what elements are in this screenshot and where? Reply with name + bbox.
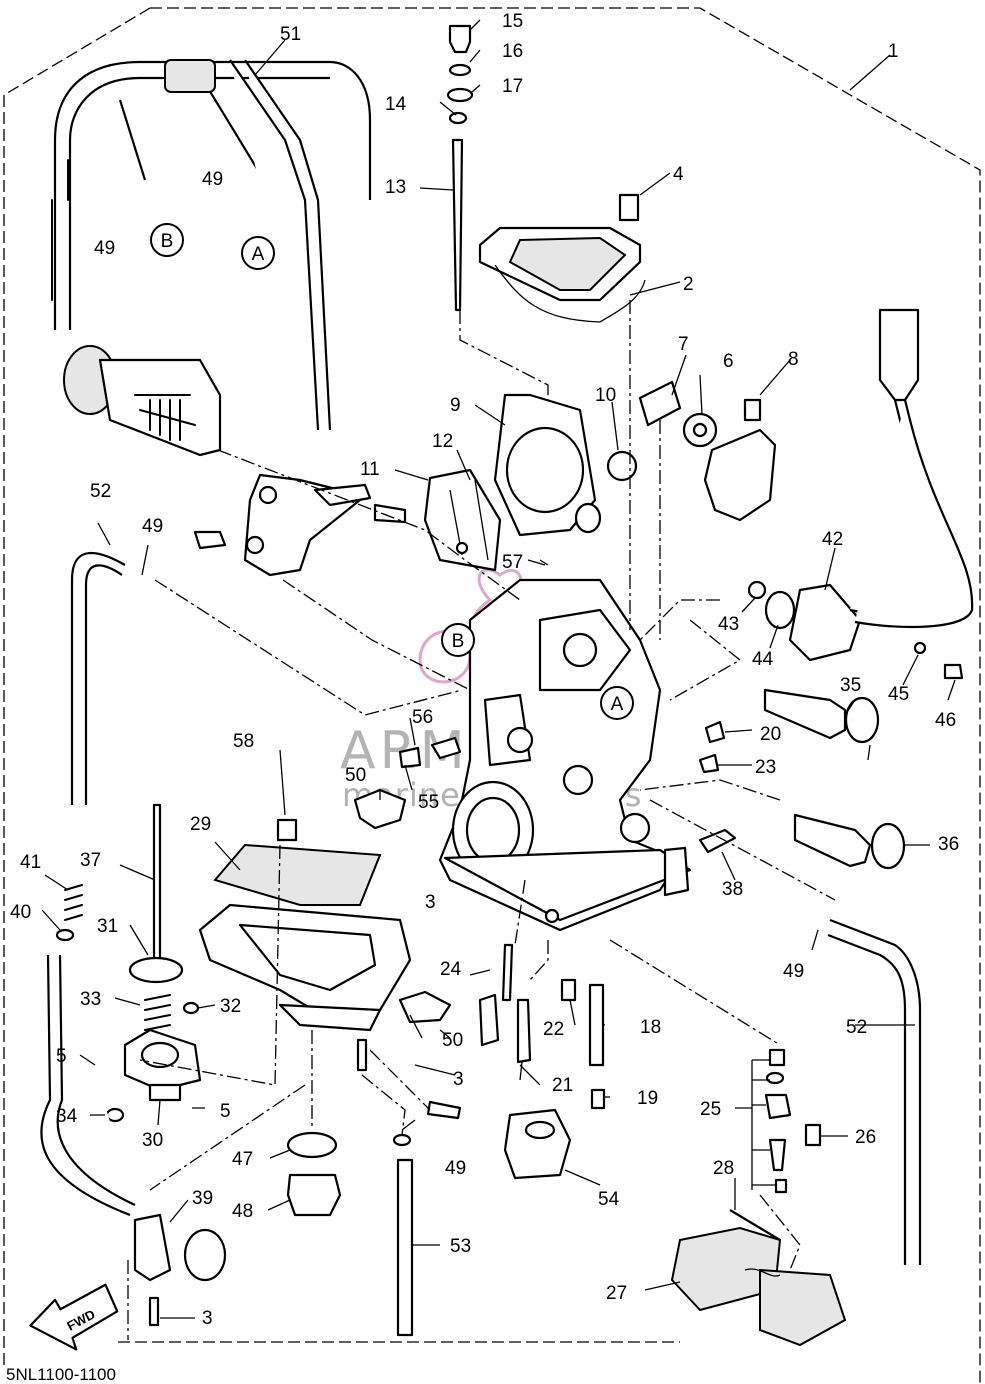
callout-25: 25 — [700, 1099, 721, 1120]
callout-47: 47 — [232, 1149, 253, 1170]
callout-27: 27 — [606, 1283, 627, 1304]
callout-53: 53 — [450, 1236, 471, 1257]
callout-34: 34 — [56, 1106, 78, 1127]
callout-43: 43 — [718, 614, 739, 635]
callout-11: 11 — [360, 459, 380, 480]
callout-56: 56 — [412, 707, 433, 728]
callout-29: 29 — [190, 814, 211, 835]
callout-42: 42 — [822, 529, 843, 550]
callout-37: 37 — [80, 850, 101, 871]
callout-38: 38 — [722, 879, 743, 900]
reference-mark-a-body: A — [611, 694, 624, 715]
callout-15: 15 — [502, 11, 523, 32]
float-parts — [55, 803, 202, 1123]
callout-49: 49 — [783, 961, 804, 982]
float-bowl-part — [198, 788, 452, 1072]
callout-6: 6 — [723, 351, 734, 372]
callout-3: 3 — [453, 1069, 464, 1090]
reference-mark-a: A — [252, 244, 265, 265]
adjust-screw-parts — [398, 688, 906, 870]
callout-50: 50 — [442, 1030, 463, 1051]
vent-hose-assembly — [51, 59, 372, 431]
washer-parts — [638, 380, 777, 522]
callout-17: 17 — [502, 76, 523, 97]
callout-12: 12 — [432, 431, 453, 452]
pump-parts — [670, 1048, 847, 1347]
callout-30: 30 — [142, 1130, 163, 1151]
callout-21: 21 — [552, 1075, 573, 1096]
fwd-arrow: FWD — [29, 1283, 119, 1351]
callout-labels: 1 2 3 3 3 4 5 5 6 7 8 9 10 11 12 13 14 1… — [10, 11, 959, 1329]
callout-3: 3 — [425, 892, 436, 913]
jet-needle-stack — [446, 24, 474, 312]
callout-35: 35 — [840, 675, 861, 696]
callout-31: 31 — [97, 916, 118, 937]
callout-26: 26 — [855, 1127, 876, 1148]
reference-mark-b: B — [161, 231, 174, 252]
callout-8: 8 — [788, 349, 799, 370]
callout-28: 28 — [713, 1158, 734, 1179]
callout-46: 46 — [935, 710, 956, 731]
callout-52: 52 — [846, 1017, 867, 1038]
leader-lines — [41, 19, 956, 1319]
callout-24: 24 — [440, 959, 462, 980]
callout-20: 20 — [760, 724, 781, 745]
callout-52: 52 — [90, 481, 111, 502]
callout-14: 14 — [385, 94, 407, 115]
reference-mark-b-body: B — [452, 631, 465, 652]
callout-10: 10 — [595, 385, 616, 406]
assembly-boundary — [3, 7, 981, 1384]
throttle-shaft-part — [63, 345, 222, 457]
tps-sensor-part — [747, 308, 974, 680]
document-code: 5NL1100-1100 — [6, 1365, 116, 1384]
overflow-hose-parts — [70, 551, 922, 1265]
throttle-body-part — [423, 393, 638, 572]
callout-16: 16 — [502, 41, 523, 62]
callout-33: 33 — [80, 989, 101, 1010]
callout-45: 45 — [888, 684, 909, 705]
callout-5: 5 — [220, 1101, 231, 1122]
callout-40: 40 — [10, 902, 31, 923]
callout-57: 57 — [502, 552, 523, 573]
callout-19: 19 — [637, 1088, 658, 1109]
callout-41: 41 — [20, 852, 41, 873]
jet-parts — [478, 943, 606, 1180]
bracket-part — [193, 473, 407, 577]
callout-9: 9 — [450, 395, 461, 416]
carburetor-body — [438, 578, 692, 932]
callout-49: 49 — [142, 516, 163, 537]
top-cover-part — [478, 193, 646, 323]
callout-3: 3 — [202, 1308, 213, 1329]
callout-50: 50 — [345, 765, 366, 786]
callout-44: 44 — [752, 649, 774, 670]
callout-5: 5 — [56, 1046, 67, 1067]
alignment-lines — [127, 300, 836, 1340]
callout-36: 36 — [938, 834, 959, 855]
callout-7: 7 — [678, 334, 689, 355]
callout-22: 22 — [543, 1019, 564, 1040]
callout-1: 1 — [888, 41, 899, 62]
callout-18: 18 — [640, 1017, 661, 1038]
choke-cable-part — [40, 954, 227, 1327]
reference-marks: B A B A — [150, 223, 634, 720]
callout-39: 39 — [192, 1188, 213, 1209]
callout-49: 49 — [94, 238, 115, 259]
callout-13: 13 — [385, 177, 406, 198]
callout-51: 51 — [280, 24, 301, 45]
callout-54: 54 — [598, 1189, 620, 1210]
callout-32: 32 — [220, 996, 241, 1017]
callout-58: 58 — [233, 731, 254, 752]
callout-55: 55 — [418, 792, 439, 813]
callout-49: 49 — [202, 169, 223, 190]
callout-23: 23 — [755, 757, 776, 778]
callout-4: 4 — [673, 164, 684, 185]
drain-parts — [286, 1100, 462, 1337]
callout-2: 2 — [683, 274, 694, 295]
callout-49: 49 — [445, 1158, 466, 1179]
callout-48: 48 — [232, 1201, 253, 1222]
